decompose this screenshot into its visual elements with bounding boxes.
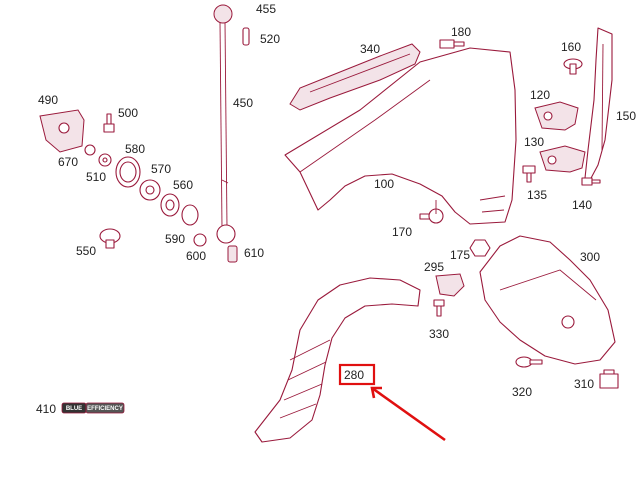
plug-550 [99, 228, 121, 249]
washer-670 [84, 144, 96, 156]
label-135: 135 [527, 188, 547, 202]
clip-295 [435, 273, 465, 297]
label-130: 130 [524, 135, 544, 149]
screw-135 [522, 165, 536, 183]
ring-590 [181, 204, 199, 226]
clip-520 [242, 27, 250, 46]
label-500: 500 [118, 106, 138, 120]
highlight-box [338, 363, 376, 386]
seal-580 [115, 156, 141, 188]
liner-300 [479, 235, 616, 365]
label-140: 140 [572, 198, 592, 212]
gear-570 [139, 179, 161, 201]
blue-efficiency-badge: BLUE EFFICIENCY [61, 402, 125, 414]
highlight-arrow [370, 386, 446, 442]
label-610: 610 [244, 246, 264, 260]
label-180: 180 [451, 25, 471, 39]
label-490: 490 [38, 93, 58, 107]
washer-510 [98, 153, 112, 167]
label-600: 600 [186, 249, 206, 263]
label-330: 330 [429, 327, 449, 341]
antenna-rod [213, 4, 236, 244]
bolt-330 [433, 299, 445, 317]
bolt-160 [563, 58, 583, 75]
fender-100 [284, 47, 517, 225]
cap-600 [193, 233, 207, 247]
label-590: 590 [165, 232, 185, 246]
liner-280 [254, 277, 421, 443]
label-520: 520 [260, 32, 280, 46]
badge-efficiency-text: EFFICIENCY [87, 406, 123, 412]
label-310: 310 [574, 377, 594, 391]
callout-labels: 455 520 450 610 340 180 160 150 120 130 … [36, 2, 636, 416]
label-580: 580 [125, 142, 145, 156]
bolt-180 [439, 39, 465, 49]
label-550: 550 [76, 244, 96, 258]
spring-610 [227, 245, 238, 263]
label-150: 150 [616, 109, 636, 123]
label-455: 455 [256, 2, 276, 16]
nut-175 [469, 239, 491, 257]
screw-500 [103, 113, 115, 133]
bracket-490 [39, 109, 85, 153]
ring-560 [160, 193, 180, 217]
label-280: 280 [344, 368, 364, 382]
label-670: 670 [58, 155, 78, 169]
label-160: 160 [561, 40, 581, 54]
label-450: 450 [233, 96, 253, 110]
label-100: 100 [374, 177, 394, 191]
rivet-320 [515, 356, 543, 368]
label-510: 510 [86, 170, 106, 184]
label-560: 560 [173, 178, 193, 192]
nut-310 [599, 369, 619, 389]
bracket-120 [534, 101, 579, 131]
label-570: 570 [151, 162, 171, 176]
badge-blue-text: BLUE [66, 406, 82, 412]
label-175: 175 [450, 248, 470, 262]
screw-140 [581, 177, 601, 186]
bracket-150 [584, 27, 613, 181]
rail-340 [289, 43, 421, 111]
stud-170 [419, 200, 444, 224]
label-320: 320 [512, 385, 532, 399]
label-120: 120 [530, 88, 550, 102]
label-340: 340 [360, 42, 380, 56]
label-410: 410 [36, 402, 56, 416]
label-300: 300 [580, 250, 600, 264]
label-170: 170 [392, 225, 412, 239]
bracket-130 [539, 145, 586, 173]
label-295: 295 [424, 260, 444, 274]
